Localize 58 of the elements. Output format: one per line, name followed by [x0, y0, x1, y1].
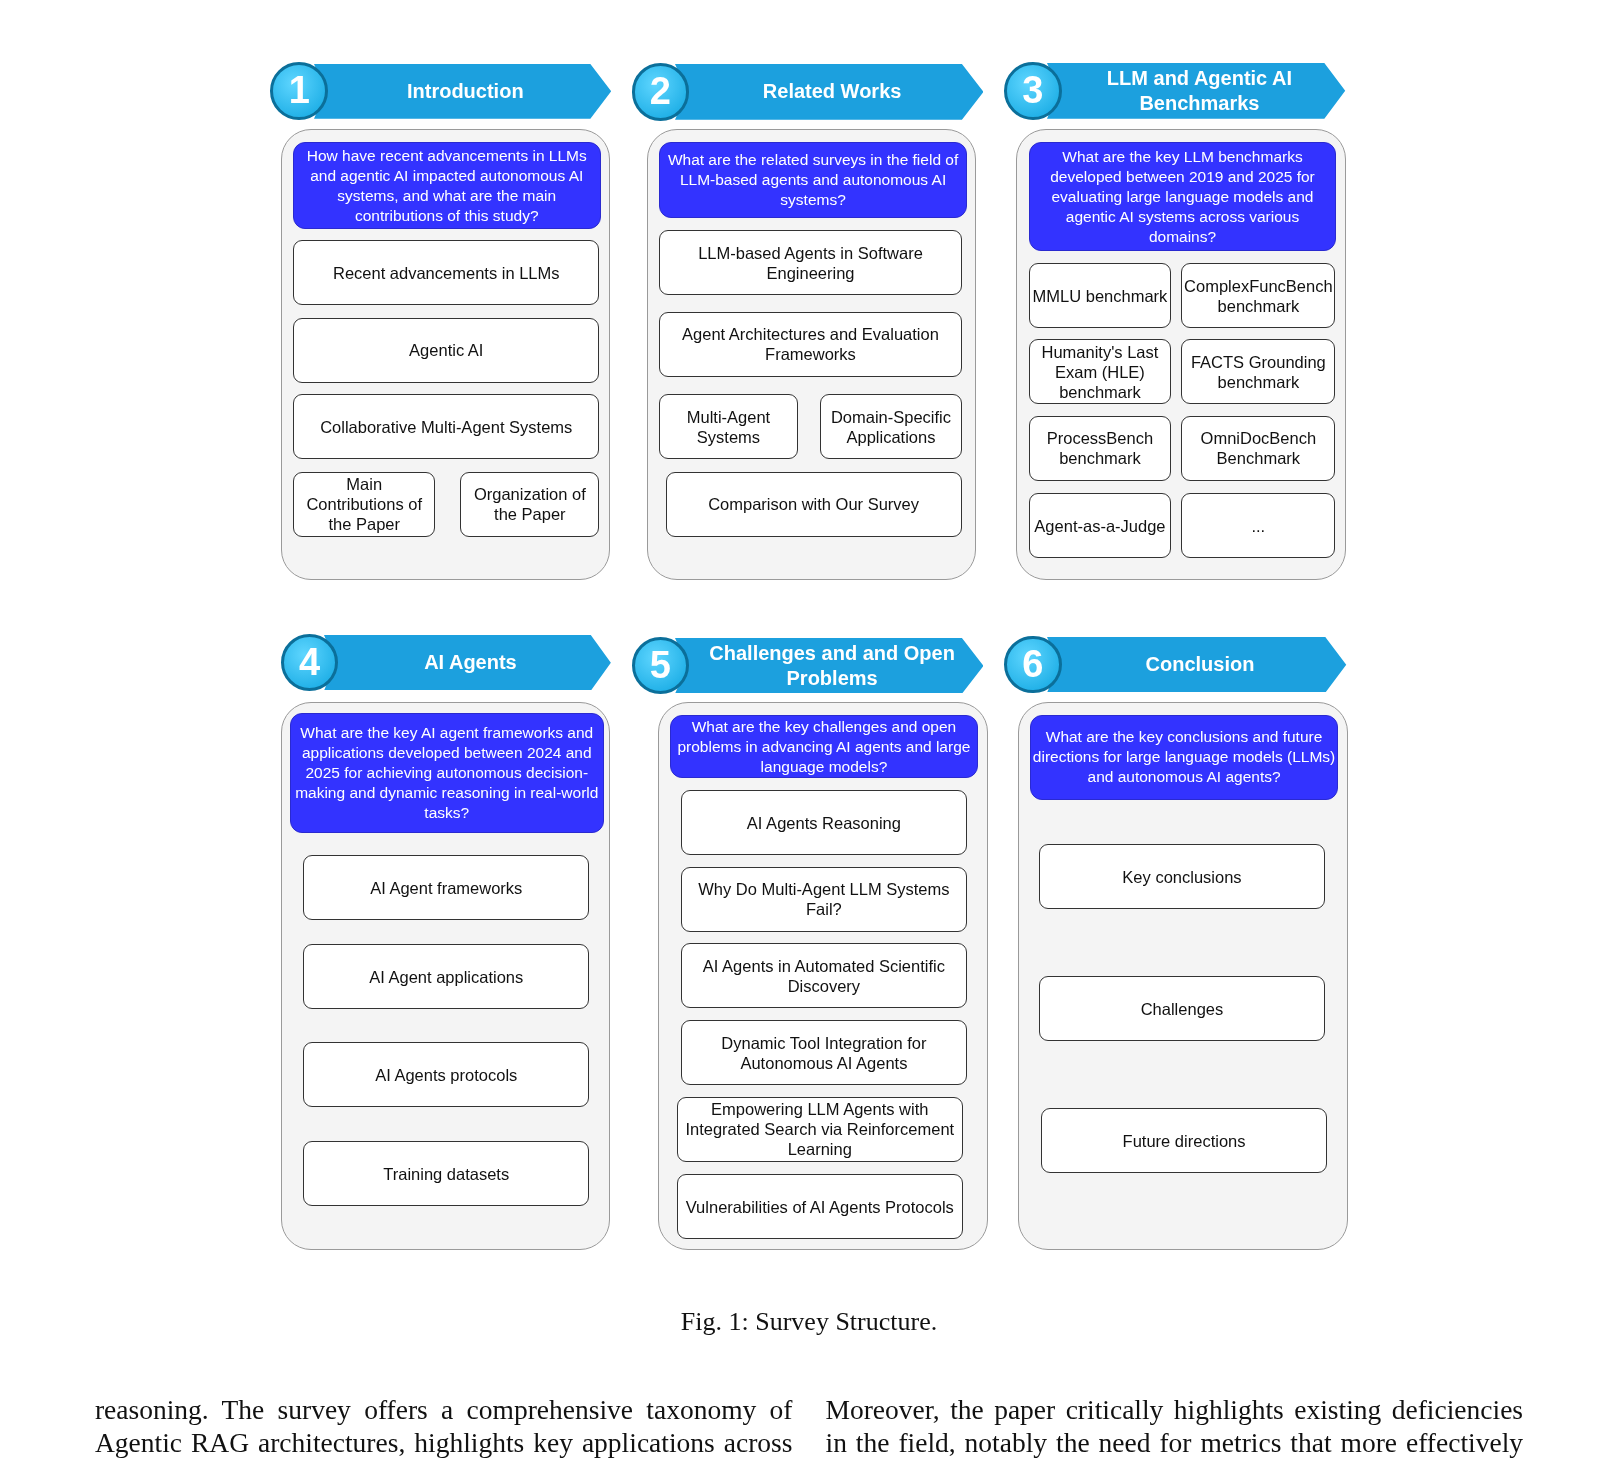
- topic-box: MMLU benchmark: [1028, 263, 1172, 329]
- figure-caption: Fig. 1: Survey Structure.: [679, 1306, 939, 1338]
- topic-box: Key conclusions: [1039, 844, 1325, 910]
- topic-box: Training datasets: [303, 1141, 590, 1207]
- section-panel: [658, 701, 988, 1250]
- topic-box: Main Contributions of the Paper: [293, 471, 436, 537]
- section-banner: LLM and Agentic AI Benchmarks: [1047, 62, 1346, 119]
- topic-box: ...: [1181, 493, 1336, 559]
- question-box: What are the related surveys in the field of LLM-based agents and autonomous AI systems?: [659, 142, 967, 218]
- question-box: What are the key AI agent frameworks and applications developed between 2024 and 2025 for achieving autonomous decision-making and dynamic reasoning in real-world tasks?: [289, 713, 604, 833]
- topic-box: ComplexFuncBench benchmark: [1181, 263, 1336, 329]
- section-panel: [1018, 701, 1348, 1250]
- section-panel: [647, 129, 977, 580]
- topic-box: Humanity's Last Exam (HLE) benchmark: [1028, 339, 1172, 405]
- topic-box: AI Agents in Automated Scientific Discovery: [681, 943, 967, 1009]
- topic-box: AI Agents Reasoning: [681, 790, 967, 856]
- topic-box: Agentic AI: [293, 317, 600, 383]
- question-box: What are the key LLM benchmarks developed between 2019 and 2025 for evaluating large language models and agentic AI systems across various domains?: [1028, 142, 1337, 251]
- step-number: 6: [1004, 635, 1062, 694]
- topic-box: Multi-Agent Systems: [659, 394, 798, 460]
- topic-box: Agent-as-a-Judge: [1028, 493, 1172, 559]
- topic-box: AI Agent applications: [303, 944, 590, 1010]
- section-banner: Conclusion: [1047, 636, 1347, 693]
- question-box: How have recent advancements in LLMs and agentic AI impacted autonomous AI systems, and what are the main contributions of this study?: [293, 142, 601, 230]
- topic-box: Dynamic Tool Integration for Autonomous AI Agents: [681, 1020, 967, 1086]
- topic-box: ProcessBench benchmark: [1028, 415, 1172, 481]
- step-number: 1: [270, 61, 329, 120]
- step-number: 5: [631, 636, 690, 695]
- topic-box: LLM-based Agents in Software Engineering: [659, 230, 962, 296]
- topic-box: Comparison with Our Survey: [665, 471, 962, 537]
- topic-box: Collaborative Multi-Agent Systems: [293, 394, 600, 460]
- section-panel: [1016, 129, 1346, 580]
- step-number: 4: [280, 633, 339, 692]
- section-panel: [280, 701, 610, 1250]
- topic-box: Vulnerabilities of AI Agents Protocols: [676, 1174, 963, 1240]
- step-number: 2: [631, 62, 690, 121]
- section-banner: Related Works: [674, 63, 984, 120]
- topic-box: AI Agents protocols: [303, 1042, 590, 1108]
- topic-box: FACTS Grounding benchmark: [1181, 339, 1336, 405]
- topic-box: Agent Architectures and Evaluation Frameworks: [659, 311, 962, 377]
- topic-box: Recent advancements in LLMs: [293, 240, 600, 306]
- question-box: What are the key conclusions and future directions for large language models (LLMs) and autonomous AI agents?: [1029, 715, 1339, 800]
- section-panel: [280, 129, 610, 580]
- body-paragraph: Moreover, the paper critically highlights existing deficiencies in the field, notably the need for metrics that more effectively: [825, 1393, 1524, 1459]
- topic-box: AI Agent frameworks: [303, 855, 590, 921]
- topic-box: Challenges: [1039, 976, 1325, 1042]
- topic-box: Empowering LLM Agents with Integrated Search via Reinforcement Learning: [676, 1096, 963, 1162]
- question-box: What are the key challenges and open problems in advancing AI agents and large language models?: [669, 715, 979, 778]
- section-banner: AI Agents: [324, 634, 611, 691]
- topic-box: Domain-Specific Applications: [820, 394, 962, 460]
- step-number: 3: [1004, 61, 1062, 120]
- topic-box: OmniDocBench Benchmark: [1181, 415, 1336, 481]
- section-banner: Introduction: [313, 63, 611, 119]
- body-paragraph: reasoning. The survey offers a comprehensive taxonomy of Agentic RAG architectures, highlights key applications across: [94, 1393, 793, 1459]
- topic-box: Organization of the Paper: [460, 471, 600, 537]
- section-banner: Challenges and and Open Problems: [674, 637, 984, 694]
- topic-box: Future directions: [1041, 1108, 1327, 1174]
- topic-box: Why Do Multi-Agent LLM Systems Fail?: [681, 866, 967, 932]
